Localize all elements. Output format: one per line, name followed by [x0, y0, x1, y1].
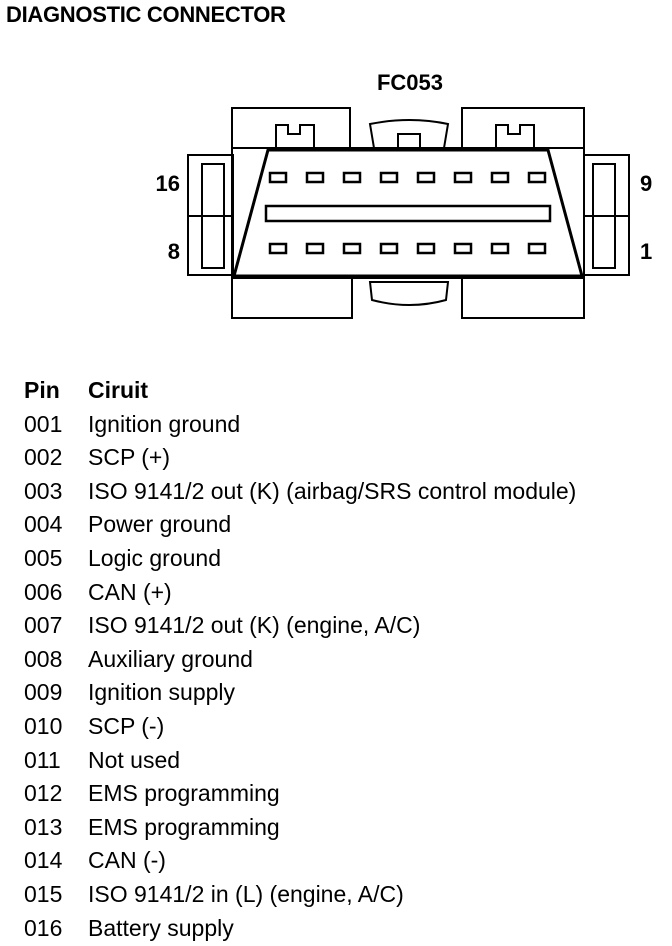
table-row: 007 ISO 9141/2 out (K) (engine, A/C) [24, 609, 664, 643]
pin-label-bottom-right: 1 [640, 239, 652, 264]
circuit-name: CAN (+) [88, 578, 172, 605]
connector-label: FC053 [377, 70, 443, 95]
pin-16 [268, 171, 288, 184]
pin-1 [527, 242, 547, 255]
connector-face [232, 148, 584, 278]
pin-number: 011 [24, 746, 61, 773]
pin-number: 001 [24, 410, 63, 437]
pin-number: 003 [24, 477, 63, 504]
pin-12 [416, 171, 436, 184]
circuit-name: EMS programming [88, 813, 280, 840]
circuit-name: ISO 9141/2 out (K) (airbag/SRS control m… [88, 477, 577, 504]
table-row: 003 ISO 9141/2 out (K) (airbag/SRS contr… [24, 475, 664, 509]
circuit-name: SCP (+) [88, 444, 171, 471]
pin-14 [342, 171, 362, 184]
pin-number: 013 [24, 813, 63, 840]
circuit-name: EMS programming [88, 780, 280, 807]
pin-label-top-right: 9 [640, 171, 652, 196]
pin-label-top-left: 16 [156, 171, 180, 196]
pin-13 [379, 171, 399, 184]
pin-2 [490, 242, 510, 255]
circuit-name: Auxiliary ground [88, 645, 253, 672]
pin-4 [416, 242, 436, 255]
pin-number: 016 [24, 914, 63, 941]
pin-number: 006 [24, 578, 63, 605]
connector-center-bar [264, 204, 552, 223]
page-title: DIAGNOSTIC CONNECTOR [6, 2, 286, 27]
pin-number: 007 [24, 612, 63, 639]
table-row: 008 Auxiliary ground [24, 643, 664, 677]
circuit-column-header: Ciruit [88, 377, 149, 403]
table-row: 005 Logic ground [24, 542, 664, 576]
pin-number: 008 [24, 645, 63, 672]
top-pin-row [268, 171, 547, 184]
pin-15 [305, 171, 325, 184]
circuit-name: CAN (-) [88, 847, 166, 874]
table-header: Pin Ciruit [24, 374, 664, 408]
table-row: 004 Power ground [24, 508, 664, 542]
pin-11 [453, 171, 473, 184]
pin-8 [268, 242, 288, 255]
circuit-name: SCP (-) [88, 712, 165, 739]
circuit-name: Logic ground [88, 544, 221, 571]
pin-number: 014 [24, 847, 63, 874]
circuit-name: Ignition supply [88, 679, 236, 706]
table-row: 014 CAN (-) [24, 844, 664, 878]
pin-number: 012 [24, 780, 63, 807]
table-row: 009 Ignition supply [24, 676, 664, 710]
table-row: 006 CAN (+) [24, 576, 664, 610]
table-row: 002 SCP (+) [24, 441, 664, 475]
table-row: 010 SCP (-) [24, 710, 664, 744]
circuit-name: Power ground [88, 511, 232, 538]
table-row: 011 Not used [24, 744, 664, 778]
table-row: 012 EMS programming [24, 777, 664, 811]
connector-housing [187, 107, 630, 319]
pin-9 [527, 171, 547, 184]
bottom-pin-row [268, 242, 547, 255]
pin-number: 005 [24, 544, 63, 571]
pin-number: 002 [24, 444, 63, 471]
pin-7 [305, 242, 325, 255]
table-row: 016 Battery supply [24, 912, 664, 946]
circuit-name: Battery supply [88, 914, 234, 941]
circuit-name: ISO 9141/2 in (L) (engine, A/C) [88, 880, 404, 907]
pin-5 [379, 242, 399, 255]
pin-table: Pin Ciruit 001 Ignition ground 002 SCP (… [24, 374, 664, 945]
pin-number: 010 [24, 712, 63, 739]
connector-diagram: FC053 [156, 70, 652, 319]
pin-column-header: Pin [24, 377, 60, 403]
pin-number: 004 [24, 511, 63, 538]
table-row: 001 Ignition ground [24, 408, 664, 442]
circuit-name: ISO 9141/2 out (K) (engine, A/C) [88, 612, 421, 639]
pin-label-bottom-left: 8 [168, 239, 180, 264]
pin-number: 015 [24, 880, 63, 907]
table-row: 015 ISO 9141/2 in (L) (engine, A/C) [24, 878, 664, 912]
pin-10 [490, 171, 510, 184]
pin-3 [453, 242, 473, 255]
table-row: 013 EMS programming [24, 811, 664, 845]
circuit-name: Ignition ground [88, 410, 241, 437]
pin-6 [342, 242, 362, 255]
pin-number: 009 [24, 679, 63, 706]
circuit-name: Not used [88, 746, 181, 773]
